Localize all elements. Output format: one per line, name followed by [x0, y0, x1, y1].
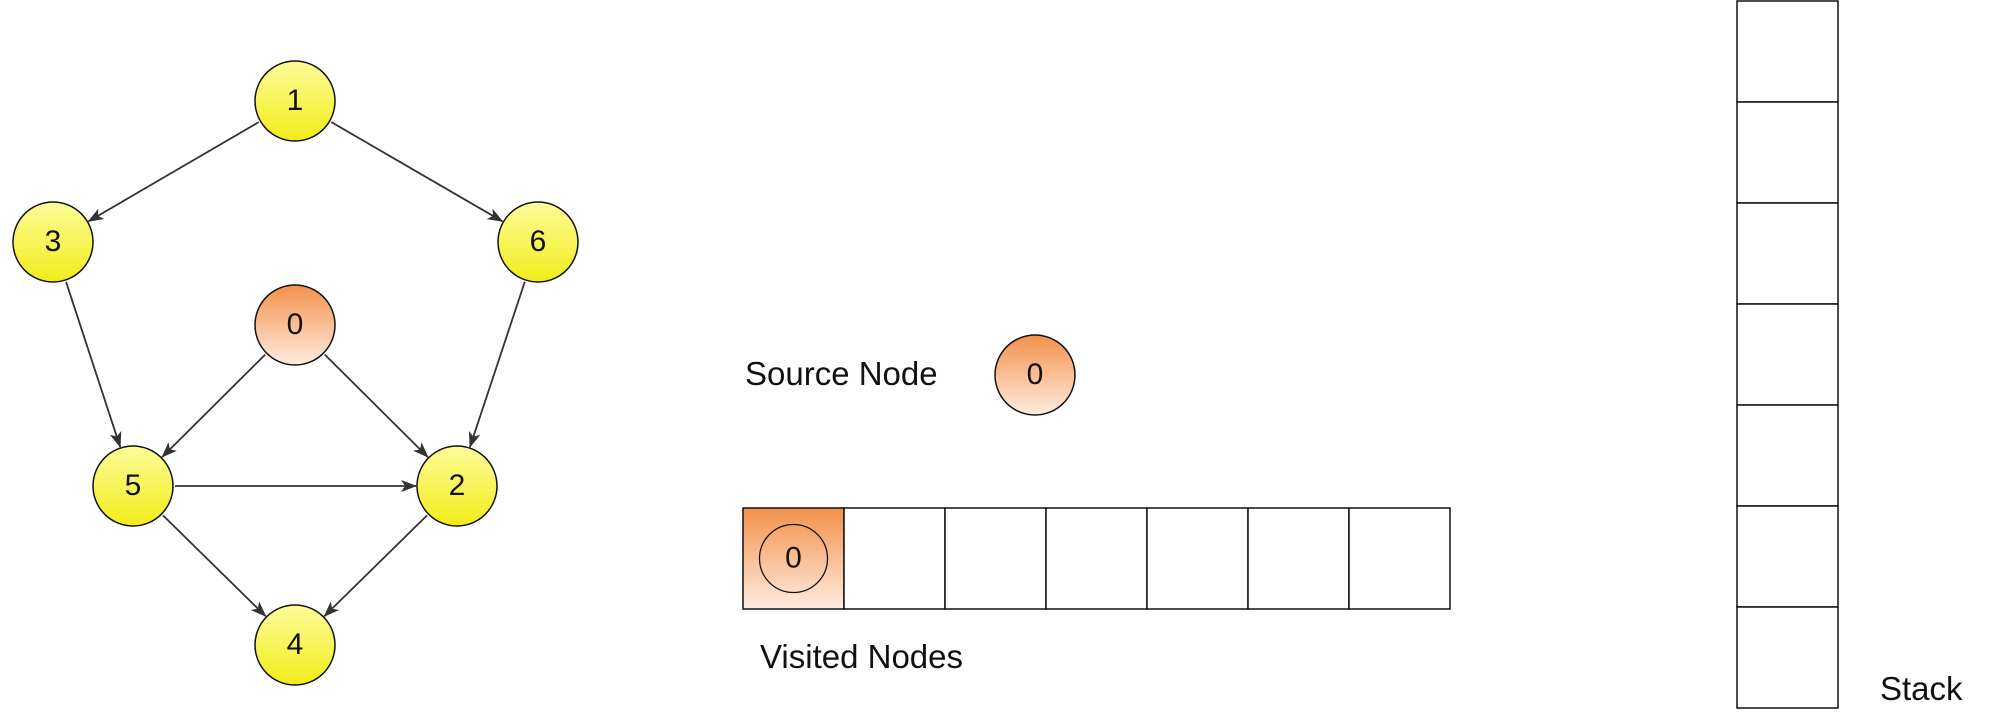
visited-nodes-array: 0 [742, 507, 1451, 610]
edge-2-4 [323, 514, 428, 617]
graph-node-1: 1 [254, 60, 336, 142]
visited-cell [1146, 507, 1249, 610]
visited-cell: 0 [742, 507, 845, 610]
edge-1-6 [330, 121, 504, 223]
edge-1-3 [87, 121, 260, 223]
graph-edges [65, 121, 526, 617]
stack-cell [1736, 101, 1839, 204]
stack-cell-box [1736, 606, 1839, 709]
stack-cell [1736, 404, 1839, 507]
stack-column [1736, 0, 1839, 709]
visited-cell-box [843, 507, 946, 610]
visited-nodes-label: Visited Nodes [760, 638, 963, 675]
graph-node-circle [254, 604, 336, 686]
graph-node-circle [12, 201, 94, 283]
graph-node-circle [92, 445, 174, 527]
graph-node-6: 6 [497, 201, 579, 283]
source-node-label: Source Node [745, 355, 938, 392]
stack-cell-box [1736, 101, 1839, 204]
graph-node-label: 5 [125, 469, 142, 502]
visited-cell [944, 507, 1047, 610]
graph-node-label: 4 [287, 628, 304, 661]
stack-label: Stack [1880, 670, 1963, 707]
graph-node-label: 0 [287, 308, 304, 341]
graph-nodes: 1 3 6 0 5 2 4 [12, 60, 579, 686]
visited-cell [843, 507, 946, 610]
stack-cell [1736, 303, 1839, 406]
edge-6-2 [468, 281, 526, 449]
stack-cell [1736, 606, 1839, 709]
graph-node-3: 3 [12, 201, 94, 283]
edge-0-5 [161, 353, 266, 458]
visited-node-label: 0 [785, 541, 802, 574]
visited-cell-box [1045, 507, 1148, 610]
graph-node-label: 6 [530, 225, 547, 258]
visited-cell [1247, 507, 1350, 610]
visited-cell-box [1348, 507, 1451, 610]
stack-cell-box [1736, 404, 1839, 507]
edge-5-4 [162, 514, 267, 617]
stack-cell [1736, 505, 1839, 608]
graph-node-2: 2 [416, 445, 498, 527]
edge-3-5 [65, 281, 122, 448]
edge-0-2 [324, 353, 429, 458]
graph-node-circle [254, 284, 336, 366]
visited-node-circle [758, 523, 829, 594]
visited-cell-box [944, 507, 1047, 610]
graph-node-circle [497, 201, 579, 283]
graph-node-label: 2 [449, 469, 466, 502]
graph-node-circle [416, 445, 498, 527]
visited-cell [1348, 507, 1451, 610]
stack-cell-box [1736, 0, 1839, 103]
source-node-value: 0 [1027, 358, 1044, 391]
visited-cell [1045, 507, 1148, 610]
stack-cell-box [1736, 303, 1839, 406]
graph-node-5: 5 [92, 445, 174, 527]
graph-node-0: 0 [254, 284, 336, 366]
stack-cell [1736, 202, 1839, 305]
stack-cell-box [1736, 202, 1839, 305]
graph-node-label: 3 [45, 225, 62, 258]
source-node-legend: Source Node 0 [745, 334, 1076, 416]
visited-cell-box [1146, 507, 1249, 610]
source-node-circle: 0 [994, 334, 1076, 416]
graph-node-label: 1 [287, 84, 304, 117]
stack-cell [1736, 0, 1839, 103]
visited-cell-box [1247, 507, 1350, 610]
graph-node-4: 4 [254, 604, 336, 686]
stack-cell-box [1736, 505, 1839, 608]
graph-node-circle [254, 60, 336, 142]
